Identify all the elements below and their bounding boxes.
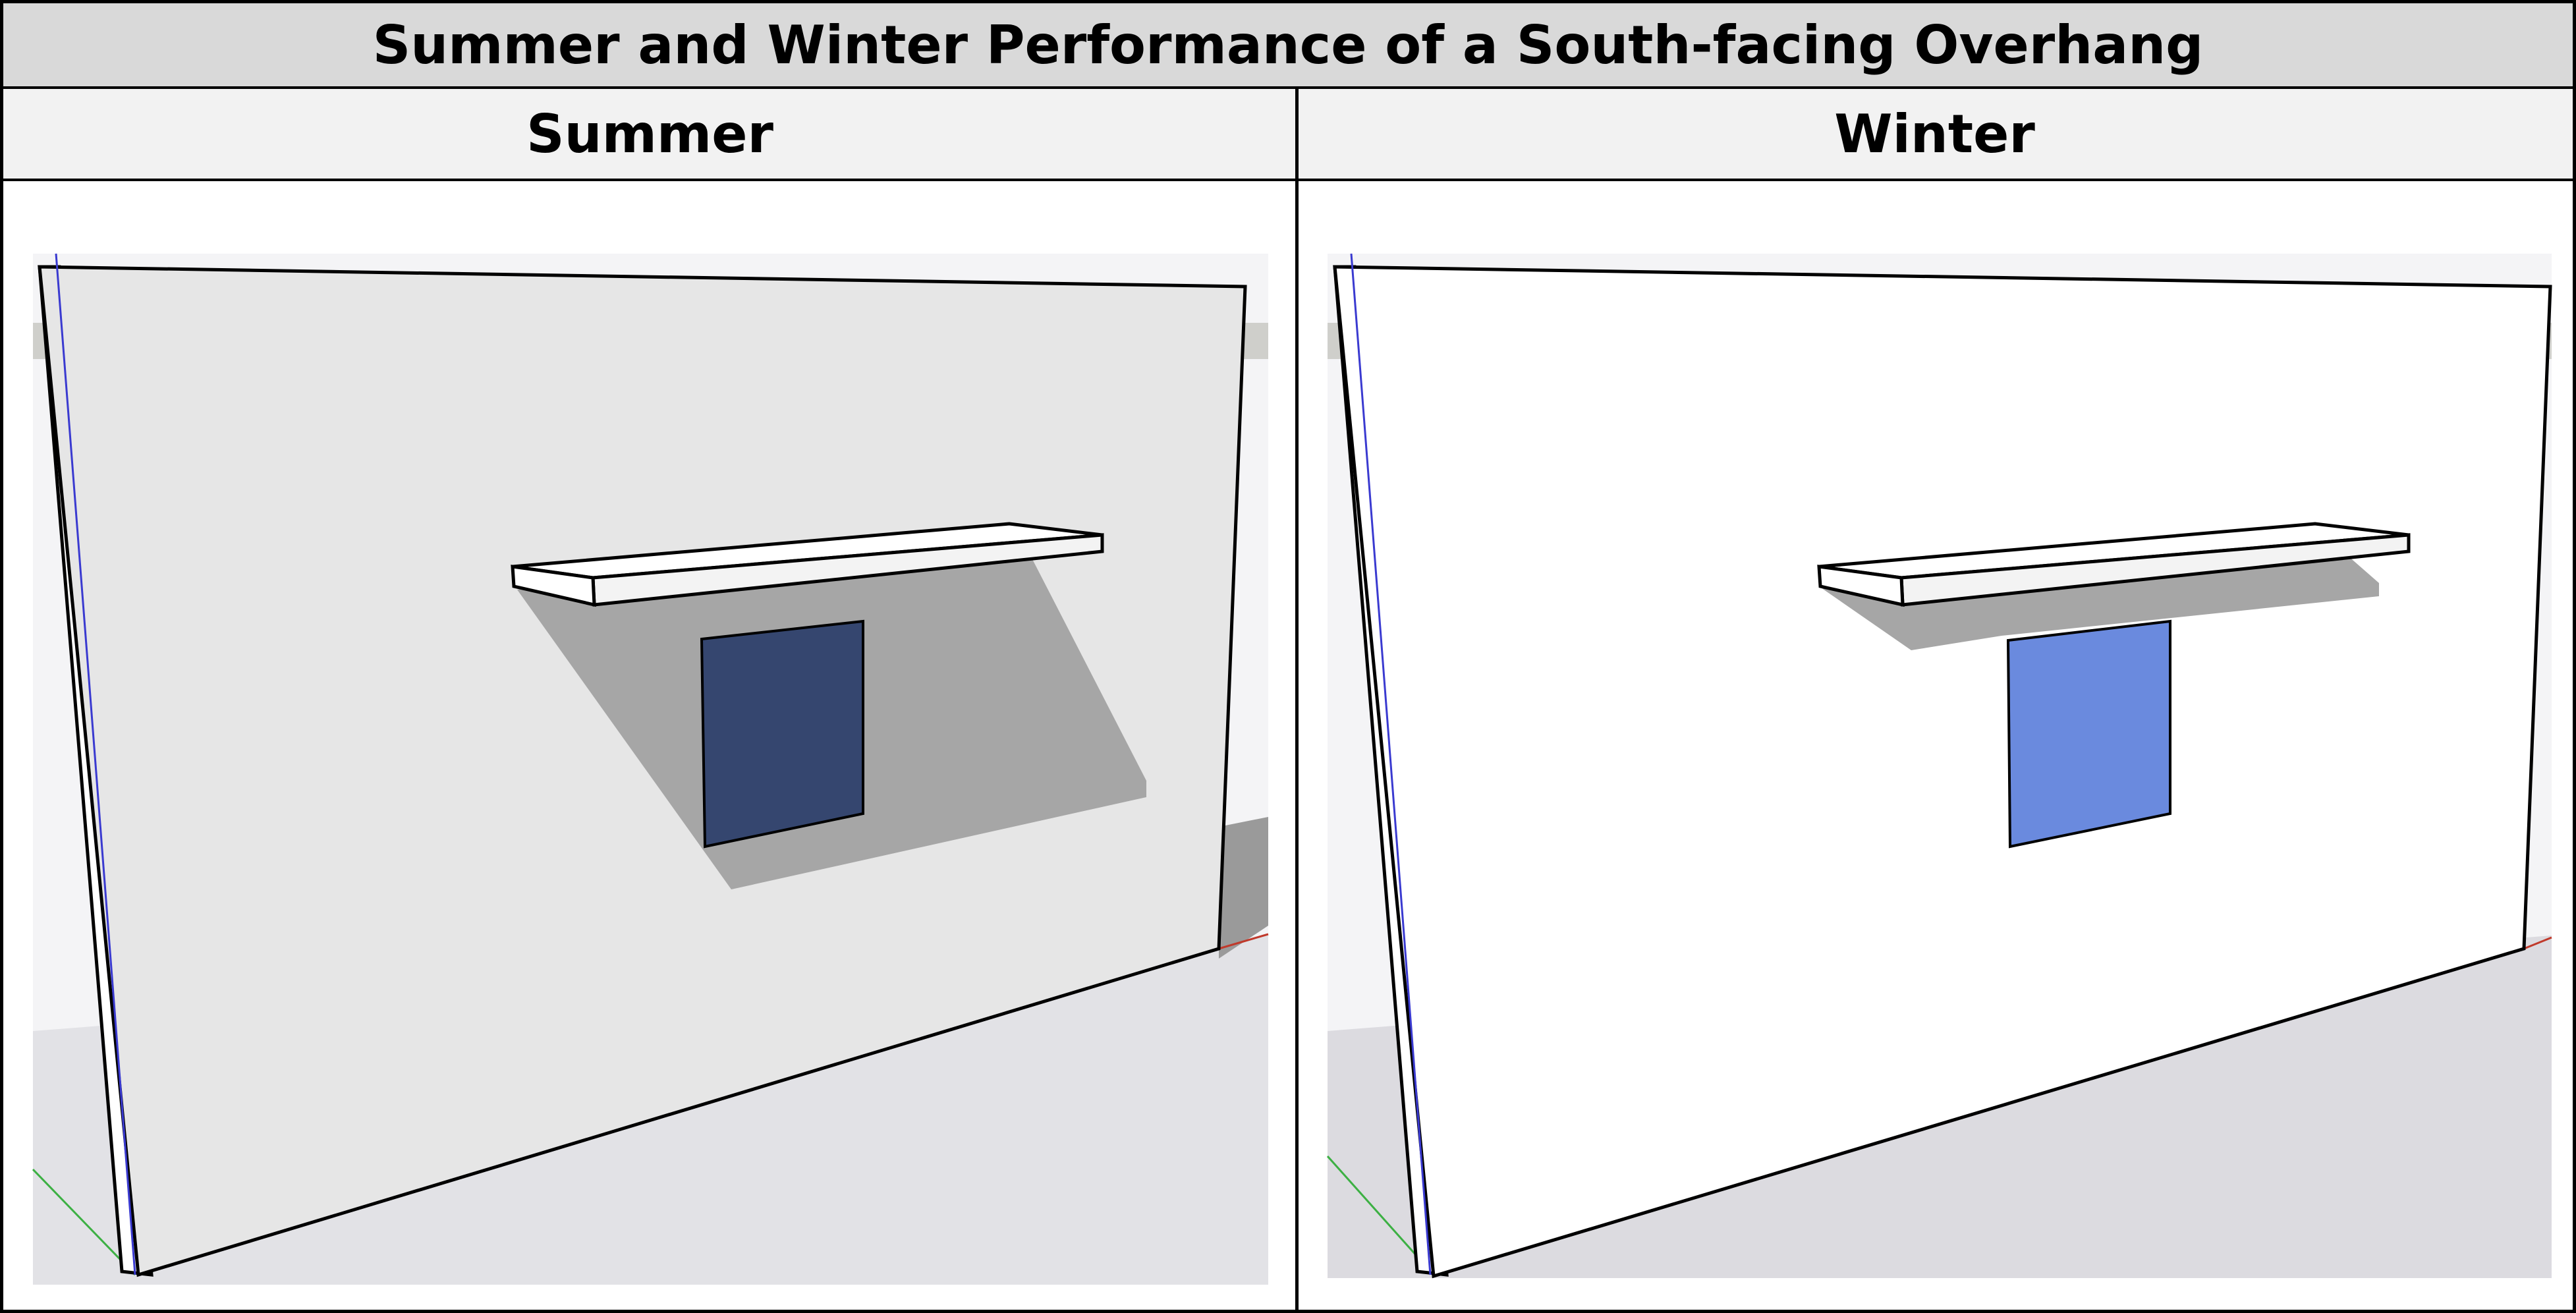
winter-blue-axis (1350, 253, 1432, 1275)
column-header-summer: Summer (3, 89, 1297, 181)
column-header-winter: Winter (1297, 89, 2573, 181)
winter-scene (1299, 181, 2573, 1313)
winter-red-axis (2523, 936, 2552, 950)
column-divider (1295, 89, 1299, 1313)
winter-wall (1333, 265, 2552, 1279)
summer-green-axis (32, 1168, 136, 1276)
diagram-title: Summer and Winter Performance of a South… (3, 3, 2573, 89)
summer-back-wall-shadow (1219, 817, 1268, 959)
summer-red-axis (1218, 933, 1269, 950)
winter-window (2006, 619, 2171, 849)
winter-overhang-side (1817, 565, 1905, 607)
summer-wall (38, 265, 1247, 1277)
summer-scene (3, 181, 1295, 1313)
summer-overhang-side (511, 565, 596, 607)
summer-blue-axis (55, 253, 136, 1275)
summer-window (700, 619, 864, 849)
